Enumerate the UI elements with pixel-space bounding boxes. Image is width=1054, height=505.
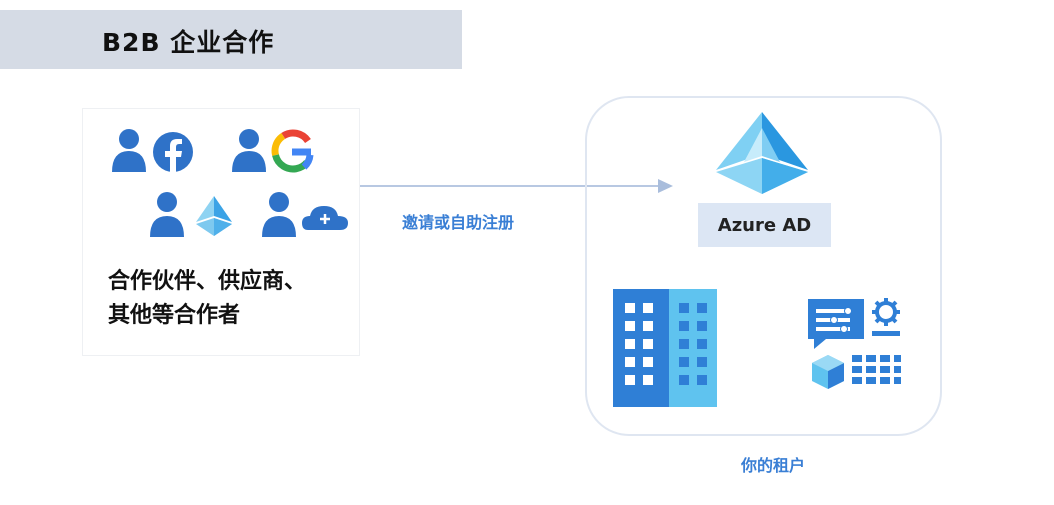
azure-ad-icon bbox=[716, 112, 808, 194]
flow-arrow bbox=[360, 179, 673, 193]
settings-resources-icon bbox=[808, 298, 901, 389]
partners-description: 合作伙伴、供应商、 其他等合作者 bbox=[108, 265, 306, 333]
user-cloud-icon bbox=[262, 192, 348, 237]
building-icon bbox=[613, 289, 717, 407]
flow-label: 邀请或自助注册 bbox=[402, 213, 515, 232]
user-facebook-icon bbox=[112, 129, 193, 172]
title-bar: B2B 企业合作 bbox=[0, 10, 462, 69]
azure-ad-label: Azure AD bbox=[717, 214, 812, 236]
tenant-box bbox=[585, 96, 942, 436]
page-title: B2B 企业合作 bbox=[102, 28, 275, 57]
partners-line-2: 其他等合作者 bbox=[108, 303, 241, 328]
azure-ad-label-box: Azure AD bbox=[698, 203, 831, 247]
user-google-icon bbox=[232, 129, 314, 173]
partners-line-1: 合作伙伴、供应商、 bbox=[108, 269, 307, 294]
user-azure-ad-icon bbox=[150, 192, 232, 237]
tenant-label: 你的租户 bbox=[741, 456, 806, 475]
partners-box bbox=[82, 108, 360, 356]
